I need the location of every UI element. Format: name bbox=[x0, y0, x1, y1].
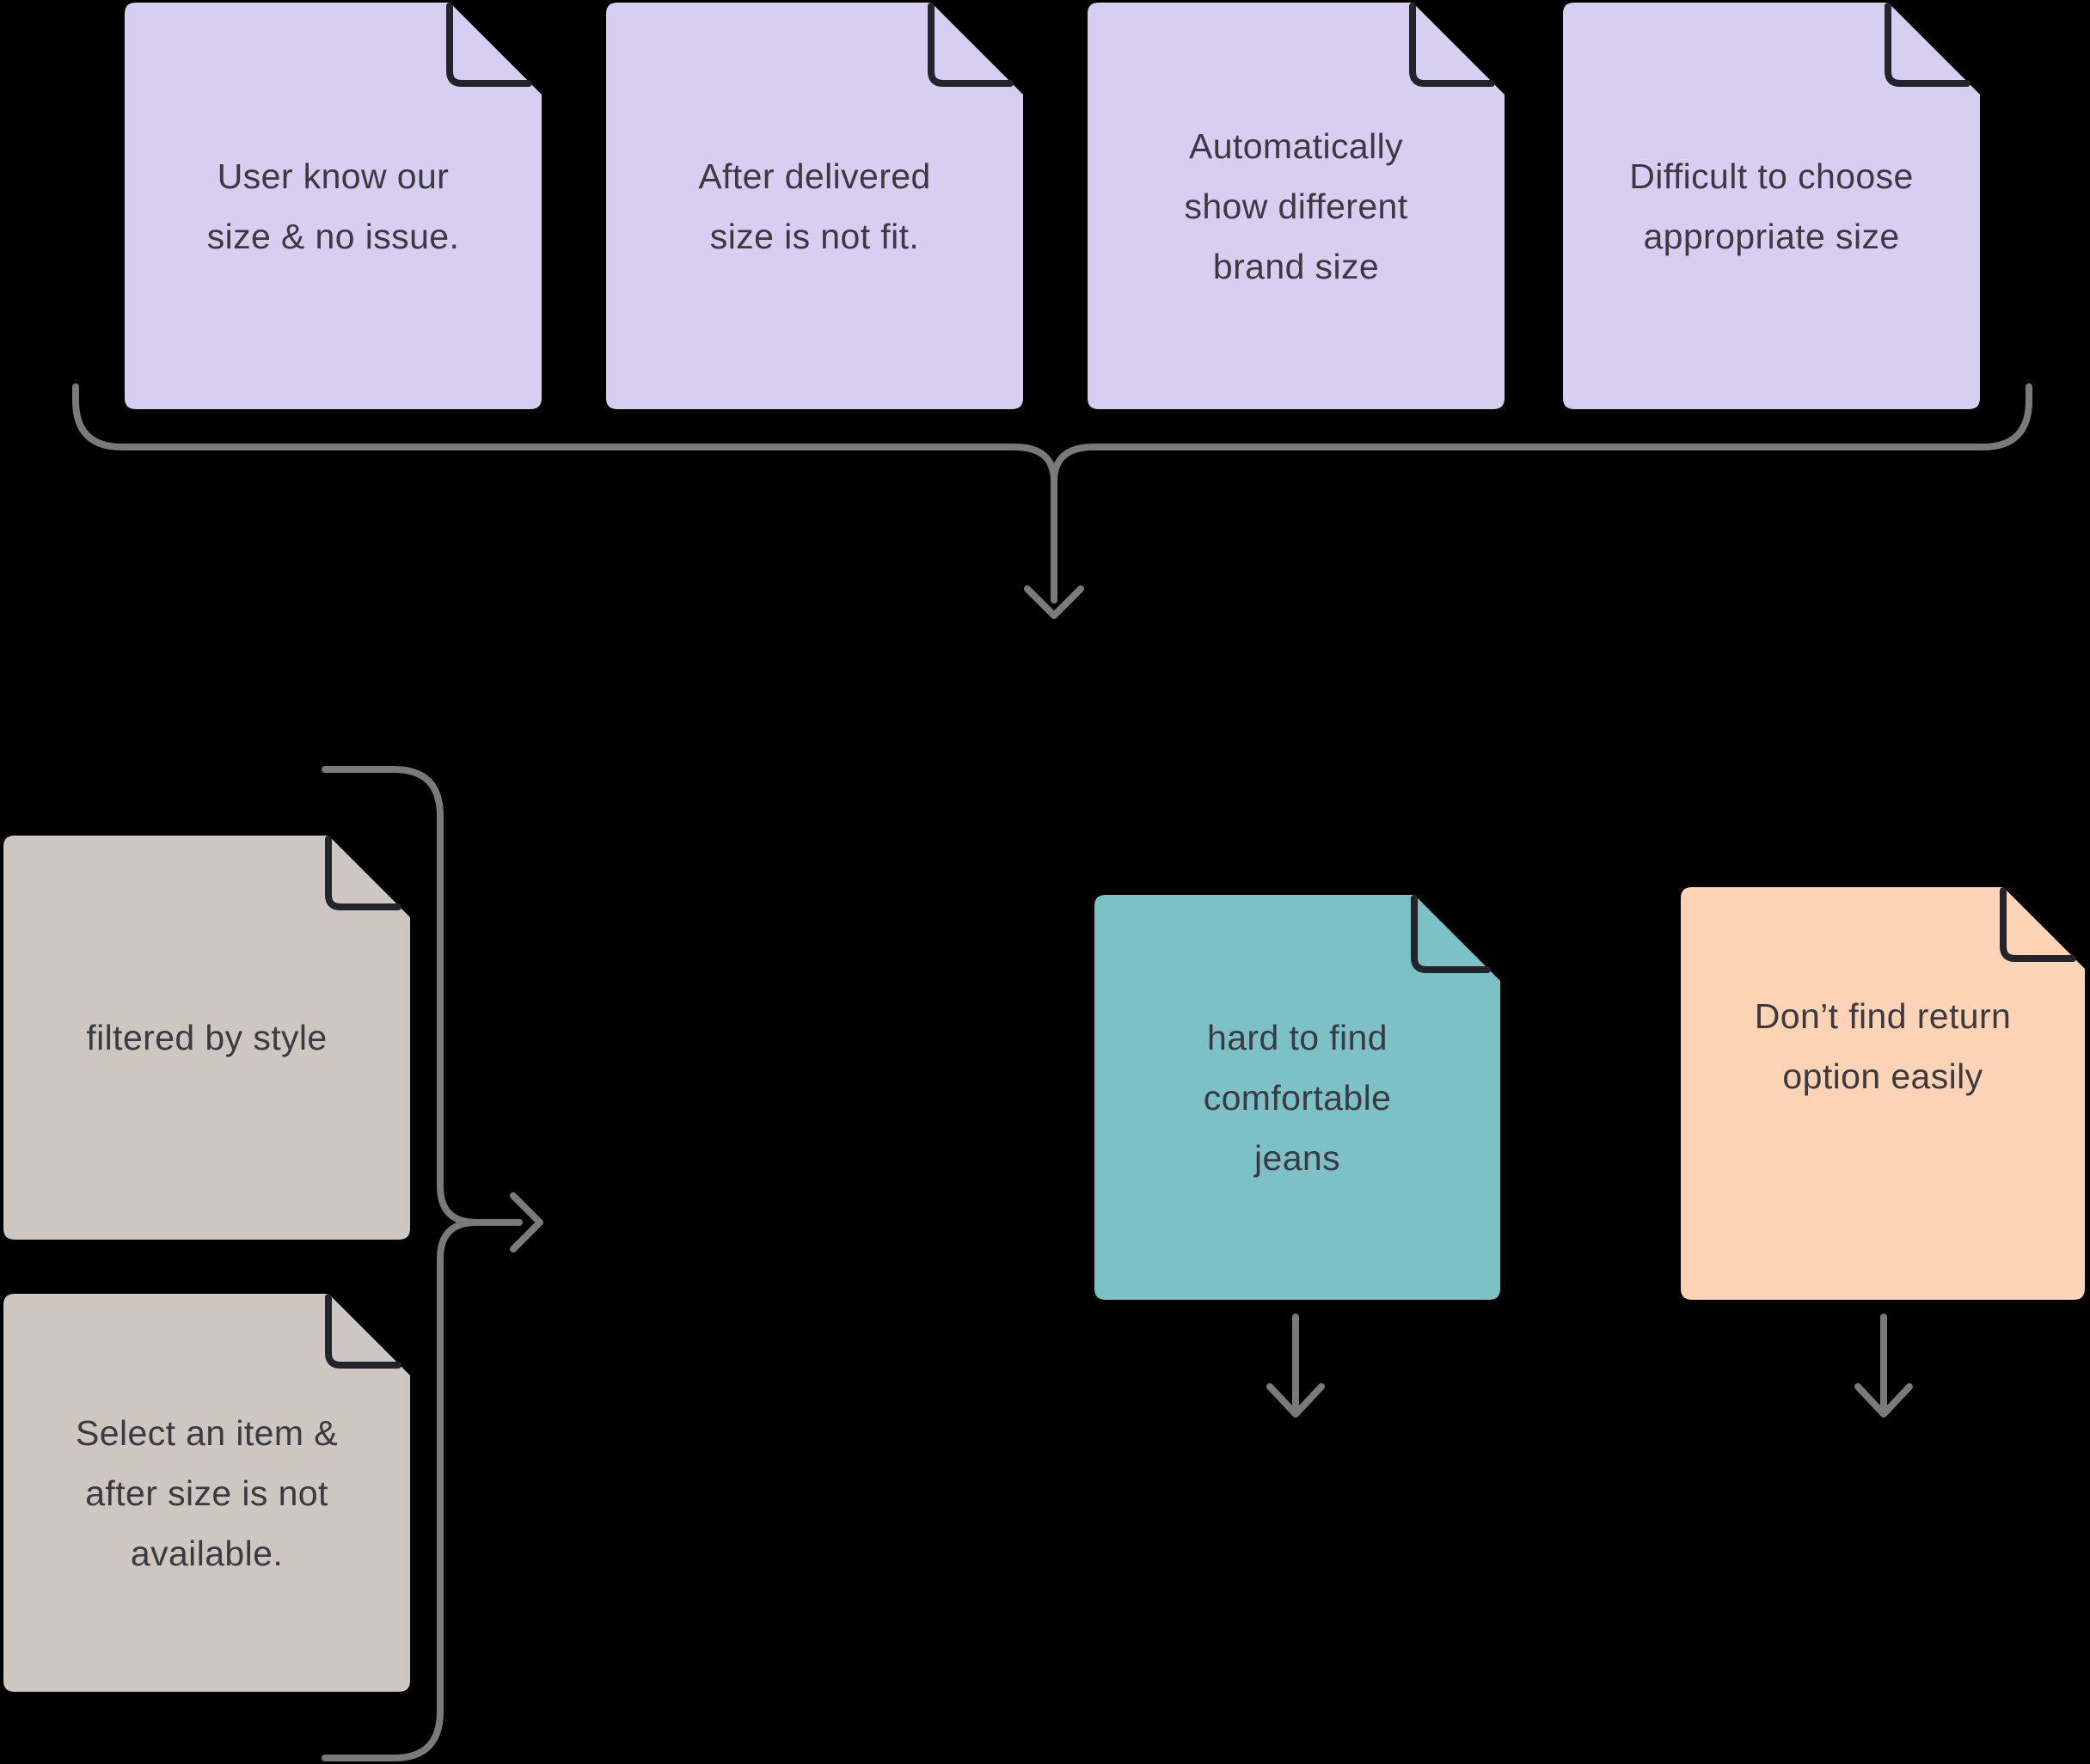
sticky-note-difficult-choose-size[interactable]: Difficult to choose appropriate size bbox=[1563, 3, 1980, 409]
sticky-note-shape bbox=[1563, 3, 1980, 409]
sticky-note-text: filtered by style bbox=[86, 1018, 328, 1057]
sticky-note-shape bbox=[1094, 895, 1500, 1300]
sticky-note-text: User know our size & no issue. bbox=[206, 156, 460, 256]
top-brace-left-half bbox=[72, 383, 1057, 603]
sticky-note-text: Automatically show different brand size bbox=[1184, 126, 1408, 286]
sticky-note-shape bbox=[3, 1294, 410, 1692]
sticky-note-shape bbox=[125, 3, 542, 409]
sticky-note-comfortable-jeans[interactable]: hard to find comfortable jeans bbox=[1094, 895, 1500, 1300]
sticky-note-shape bbox=[1681, 887, 2085, 1300]
sticky-note-filtered-by-style[interactable]: filtered by style bbox=[3, 836, 410, 1240]
sticky-note-text: hard to find comfortable jeans bbox=[1203, 1017, 1392, 1178]
sticky-note-size-not-available[interactable]: Select an item & after size is not avail… bbox=[3, 1294, 410, 1692]
sticky-note-user-knows-size[interactable]: User know our size & no issue. bbox=[125, 3, 542, 409]
sticky-note-shape bbox=[1088, 3, 1505, 409]
sticky-note-text: Select an item & after size is not avail… bbox=[76, 1412, 338, 1573]
merge-arrow-down-head bbox=[1024, 585, 1084, 619]
peach-note-arrow-head bbox=[1854, 1383, 1913, 1418]
sticky-note-auto-brand-size[interactable]: Automatically show different brand size bbox=[1088, 3, 1505, 409]
sticky-note-text: After delivered size is not fit. bbox=[698, 156, 931, 256]
sticky-note-text: Difficult to choose appropriate size bbox=[1629, 156, 1914, 256]
sticky-note-delivered-size-not-fit[interactable]: After delivered size is not fit. bbox=[606, 3, 1023, 409]
sticky-note-return-option[interactable]: Don’t find return option easily bbox=[1681, 887, 2085, 1300]
sticky-note-text: Don’t find return option easily bbox=[1754, 996, 2012, 1096]
sticky-note-shape bbox=[606, 3, 1023, 409]
teal-note-arrow-head bbox=[1266, 1383, 1325, 1418]
merge-arrow-right-head bbox=[510, 1192, 543, 1253]
sticky-note-shape bbox=[3, 836, 410, 1240]
